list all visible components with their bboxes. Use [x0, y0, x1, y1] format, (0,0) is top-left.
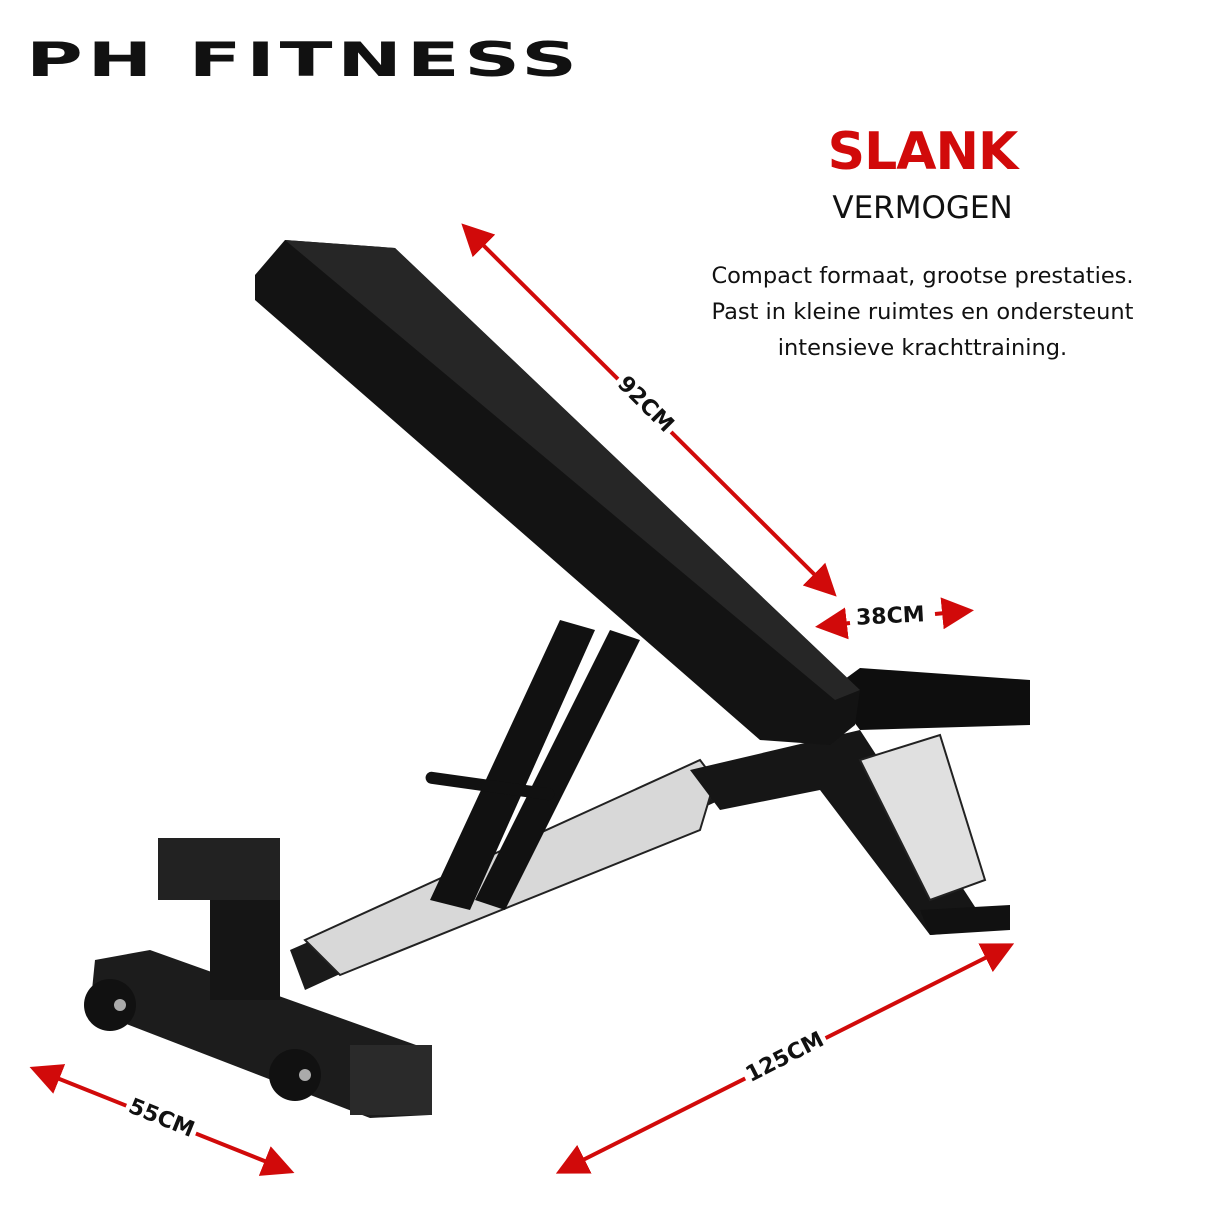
seat-pad [830, 668, 1030, 730]
dim-backrest-width: 38CM [855, 602, 926, 631]
bench-frame [84, 620, 1010, 1118]
headline-subtitle: VERMOGEN [832, 190, 1013, 226]
description-line: intensieve krachttraining. [777, 335, 1068, 361]
brand-logo: PH FITNESS [26, 32, 582, 88]
description: Compact formaat, grootse prestaties. Pas… [660, 258, 1185, 366]
headline-title: SLANK [827, 122, 1019, 182]
description-line: Compact formaat, grootse prestaties. [711, 263, 1134, 289]
description-line: Past in kleine ruimtes en ondersteunt [711, 299, 1134, 325]
